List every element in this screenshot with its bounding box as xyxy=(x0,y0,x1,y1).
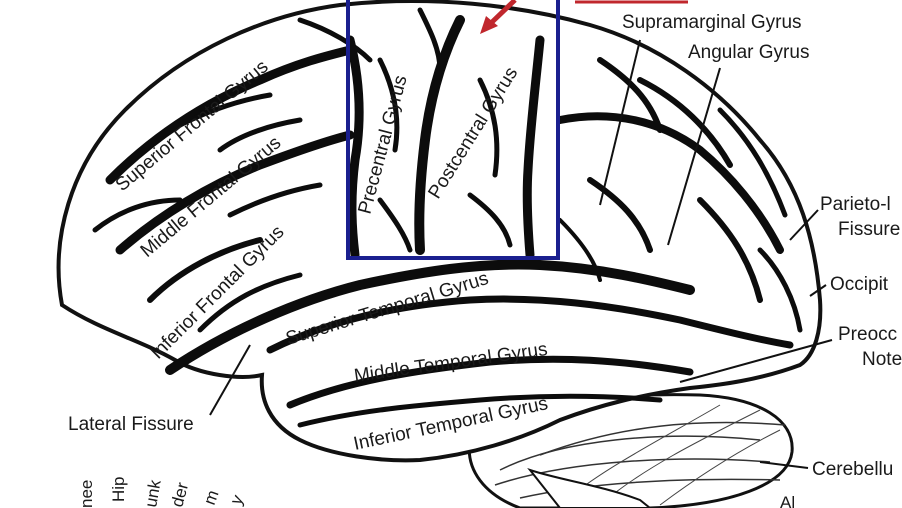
homunculus-label-hip: Hip xyxy=(109,476,128,502)
label-occipital: Occipit xyxy=(830,274,889,295)
brain-stem xyxy=(527,467,652,508)
homunculus-label-knee: nee xyxy=(77,480,96,508)
label-supramarginal-gyrus: Supramarginal Gyrus xyxy=(622,12,802,33)
homunculus-label-shoulder: der xyxy=(168,480,193,508)
red-arrow xyxy=(480,0,688,34)
label-preoccipital-line1: Preocc xyxy=(838,324,897,345)
label-angular-gyrus: Angular Gyrus xyxy=(688,42,809,63)
homunculus-label-arm: m xyxy=(200,488,223,508)
label-lateral-fissure: Lateral Fissure xyxy=(68,414,194,435)
label-parieto-fissure-line1: Parieto-l xyxy=(820,194,891,215)
label-preoccipital-line2: Note xyxy=(862,349,902,370)
label-cut-al: Al xyxy=(780,493,795,508)
label-cerebellum: Cerebellu xyxy=(812,459,893,480)
homunculus-label-y: y xyxy=(226,492,247,508)
callout-lines xyxy=(209,39,833,469)
homunculus-label-trunk: unk xyxy=(141,478,165,508)
sulci-pattern xyxy=(92,7,803,428)
label-parieto-fissure-line2: Fissure xyxy=(838,219,900,240)
highlight-box xyxy=(346,0,560,260)
